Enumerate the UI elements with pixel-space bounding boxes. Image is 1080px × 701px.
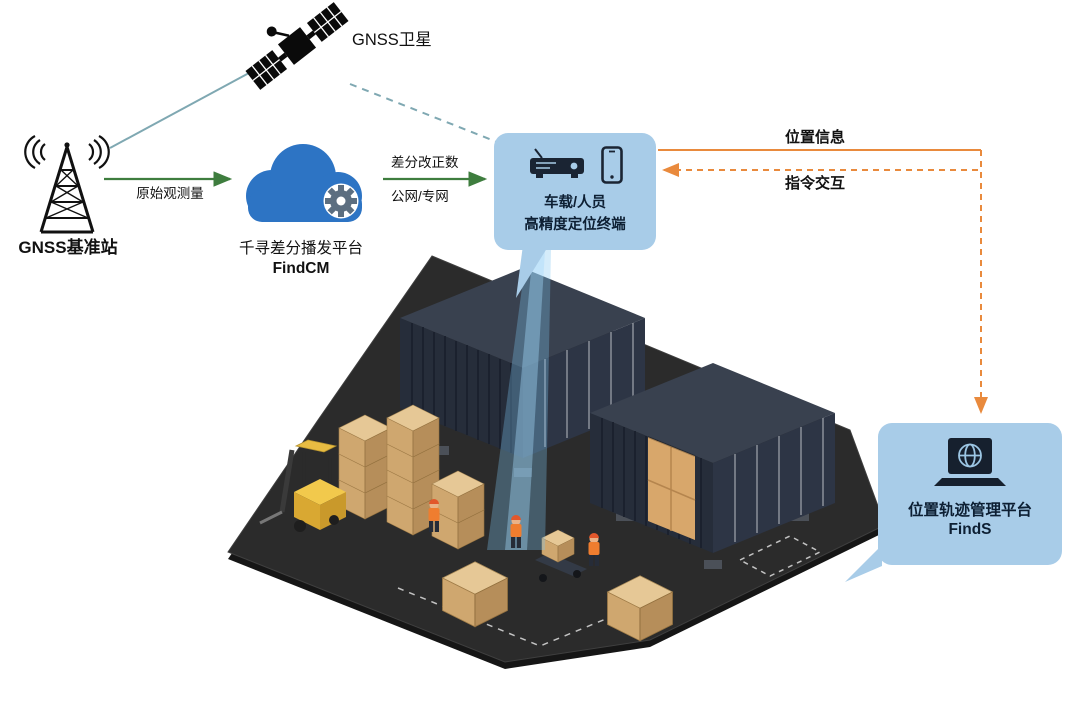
management-platform-name: FindS [948,521,992,538]
cloud-icon [246,144,362,222]
forklift-icon [259,439,346,532]
container-corrugation [411,323,512,453]
cloud-platform-name: FindCM [272,260,330,277]
position-info-label: 位置信息 [784,129,845,146]
satellite-basestation-link [109,65,263,149]
signal-waves-icon [24,135,110,169]
finds-bubble-tail [845,545,882,582]
globe-icon [958,443,982,468]
satellite-terminal-link [349,83,498,143]
container-open-door [647,436,696,540]
container-1 [400,268,645,477]
receiver-icon [530,148,584,178]
terminal-node: 车载/人员 高精度定位终端 [494,133,656,250]
management-platform-title: 位置轨迹管理平台 [907,502,1032,519]
phone-icon [601,146,623,184]
laptop-globe-icon [934,438,1006,486]
base-station-label: GNSS基准站 [18,238,118,257]
raw-observation-label: 原始观测量 [136,186,204,201]
cloud-platform-title: 千寻差分播发平台 [238,240,363,257]
terminal-title-line1: 车载/人员 [543,195,607,211]
container-door-bars [544,323,634,447]
management-platform-node: 位置轨迹管理平台 FindS [878,423,1062,565]
command-interaction-label: 指令交互 [784,175,845,192]
terminal-title-line2: 高精度定位终端 [524,217,626,233]
container-door-bars [734,418,824,542]
positioning-beam [487,250,551,550]
link-lines [104,65,988,414]
network-type-label: 公网/专网 [391,189,449,204]
container-2 [590,363,835,569]
base-station-icon [24,135,110,234]
gear-icon [325,185,357,217]
gnss-satellite-label: GNSS卫星 [352,31,432,49]
correction-data-label: 差分改正数 [391,155,459,170]
satellite-icon [245,2,349,90]
warehouse-scene [227,250,886,669]
terminal-bubble-tail [516,245,549,298]
